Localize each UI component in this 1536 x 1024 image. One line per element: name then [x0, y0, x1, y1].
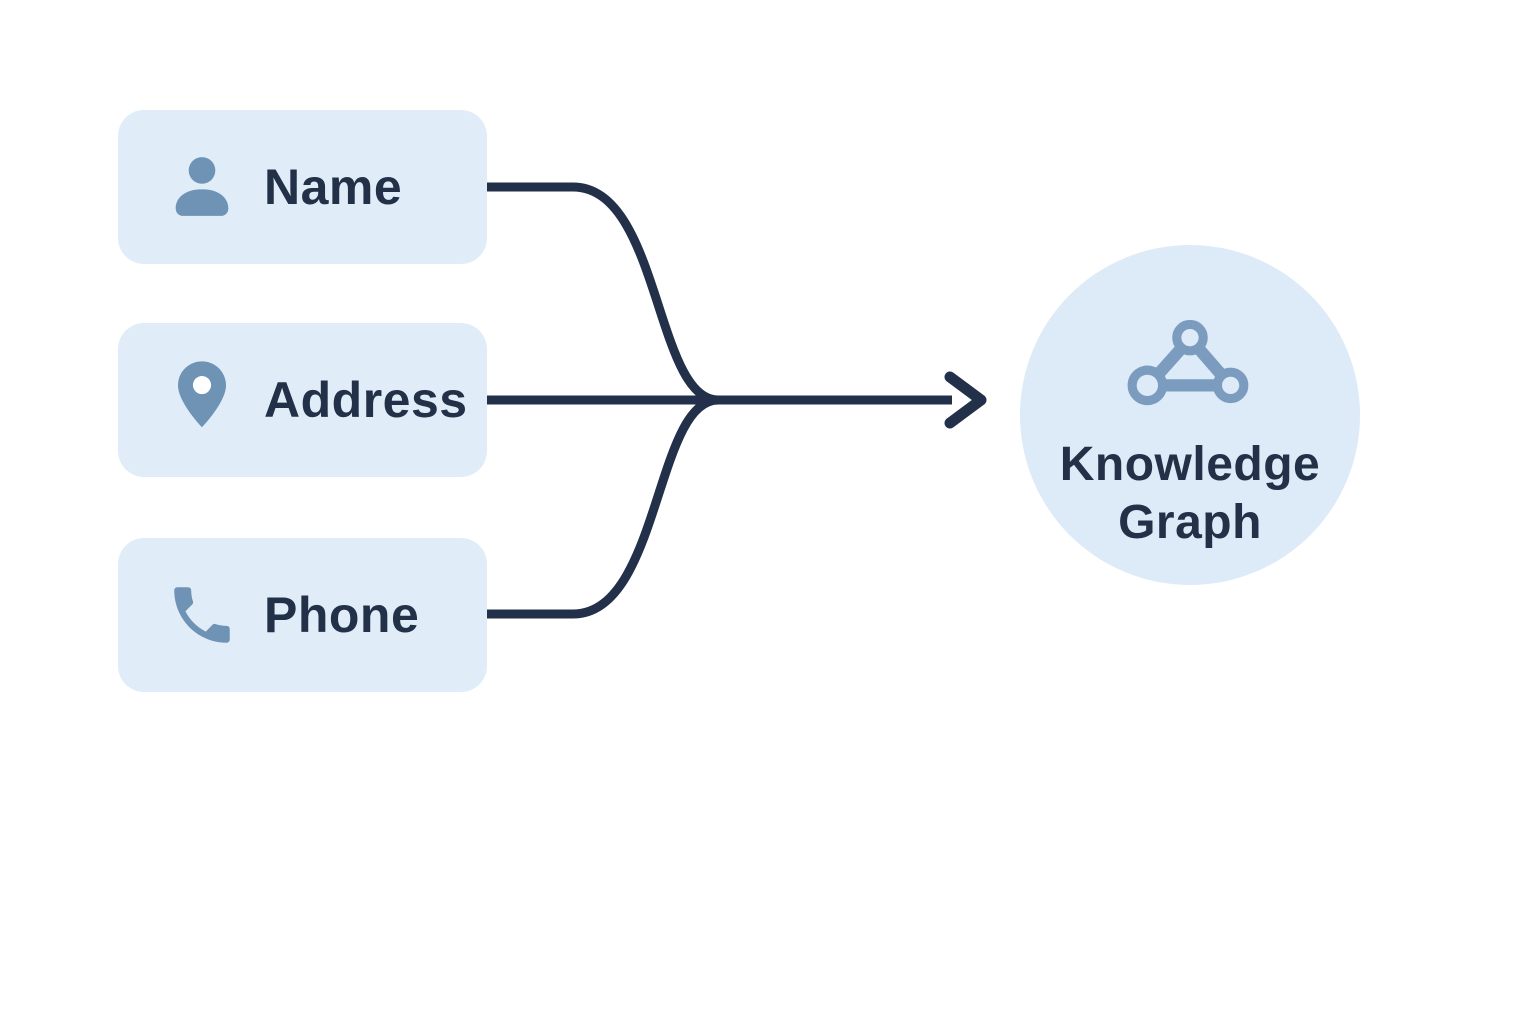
source-card-label: Address [264, 372, 468, 428]
location-pin-icon [162, 356, 242, 444]
source-card-address: Address [118, 323, 487, 477]
source-card-phone: Phone [118, 538, 487, 692]
source-card-label: Name [264, 159, 403, 215]
bottom-connector-line [487, 395, 719, 619]
source-card-label: Phone [264, 587, 420, 643]
knowledge-graph-label-line2: Graph [1118, 495, 1262, 549]
top-connector-line [487, 182, 719, 405]
knowledge-graph-label-line1: Knowledge [1059, 438, 1321, 491]
knowledge-graph-icon [1123, 315, 1257, 414]
person-icon [162, 148, 242, 226]
arrowhead-icon [944, 371, 987, 429]
knowledge-graph-label: Knowledge Graph [1060, 436, 1321, 551]
knowledge-graph-node: Knowledge Graph [1020, 245, 1360, 585]
phone-icon [162, 578, 242, 652]
source-card-name: Name [118, 110, 487, 264]
